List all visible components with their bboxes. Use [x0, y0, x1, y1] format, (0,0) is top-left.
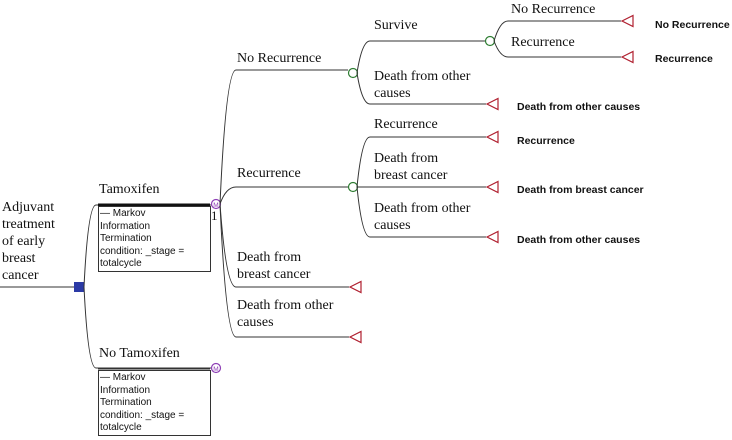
state-death-other-line — [219, 203, 349, 338]
root-label-line: treatment — [2, 217, 55, 232]
label-line: Death from — [374, 151, 439, 166]
root-label-line: of early — [2, 234, 46, 249]
markov-info-line: condition: _stage = — [100, 245, 185, 257]
chance-node-no-recurrence[interactable] — [347, 67, 359, 79]
label-line: Death from other — [237, 298, 334, 313]
root-label-line: cancer — [2, 268, 39, 283]
terminal-node-death-breast-state — [348, 280, 362, 294]
strategy-label-no-tamoxifen: No Tamoxifen — [99, 346, 180, 361]
state-label-death-other: Death from other causes — [237, 297, 333, 331]
markov-info-line: Information — [100, 220, 151, 232]
markov-info-line: totalcycle — [100, 422, 142, 433]
terminal-node-death-other-state — [348, 330, 362, 344]
state-label-death-breast: Death from breast cancer — [237, 249, 310, 283]
branch-label-recurrence-2: Recurrence — [374, 117, 438, 132]
recurrence-terminal-line-2 — [356, 136, 486, 188]
label-line: breast cancer — [237, 267, 311, 282]
markov-info-line: — Markov — [100, 208, 146, 219]
state-no-recurrence-line — [219, 69, 348, 205]
terminal-label-no-recurrence: No Recurrence — [655, 19, 730, 31]
terminal-label-recurrence-1: Recurrence — [655, 53, 713, 65]
branch-label-death-other-1: Death from other causes — [374, 68, 470, 102]
branch-label-death-other-2: Death from other causes — [374, 200, 470, 234]
state-death-breast-line — [219, 203, 349, 288]
markov-info-line: Termination — [100, 397, 152, 408]
survive-branch-line — [356, 40, 486, 74]
strategy-label-tamoxifen: Tamoxifen — [99, 182, 160, 197]
tamoxifen-markov-marker: M — [213, 202, 218, 209]
label-line: Death from — [237, 250, 302, 265]
recurrence-terminal-line-1 — [493, 40, 621, 58]
terminal-label-death-other-2: Death from other causes — [517, 234, 641, 246]
label-line: causes — [374, 86, 411, 101]
label-line: Death from other — [374, 201, 471, 216]
branch-label-survive: Survive — [374, 18, 418, 33]
root-label-line: breast — [2, 251, 36, 266]
terminal-label-recurrence-2: Recurrence — [517, 135, 575, 147]
label-line: causes — [237, 315, 274, 330]
label-line: breast cancer — [374, 168, 448, 183]
cycle-number: 1 — [211, 208, 218, 223]
state-label-recurrence: Recurrence — [237, 166, 301, 181]
markov-info-line: Information — [100, 384, 151, 396]
chance-node-survive[interactable] — [484, 35, 496, 47]
death-other-branch-line-1 — [356, 72, 486, 105]
label-line: Death from other — [374, 69, 471, 84]
root-label: Adjuvant treatment of early breast cance… — [2, 199, 55, 284]
markov-info-box-no-tamoxifen: — Markov Information Termination conditi… — [98, 370, 211, 436]
state-recurrence-line — [219, 186, 348, 205]
branch-label-recurrence-1: Recurrence — [511, 35, 575, 50]
markov-info-box-tamoxifen: — Markov Information Termination conditi… — [98, 206, 211, 272]
markov-info-line: totalcycle — [100, 258, 142, 269]
chance-node-recurrence[interactable] — [347, 181, 359, 193]
branch-label-no-recurrence: No Recurrence — [511, 2, 596, 17]
markov-info-line: condition: _stage = — [100, 409, 185, 421]
terminal-node-death-breast — [485, 180, 499, 194]
death-other-terminal-line-2 — [356, 186, 486, 238]
no-tamoxifen-markov-marker: M — [213, 366, 218, 373]
branch-label-death-breast: Death from breast cancer — [374, 150, 447, 184]
no-recurrence-terminal-line — [493, 20, 621, 42]
no-tamoxifen-branch-line — [83, 286, 213, 369]
terminal-label-death-other-1: Death from other causes — [517, 101, 641, 113]
markov-info-line: Termination — [100, 233, 152, 244]
decision-node[interactable] — [74, 282, 84, 292]
state-label-no-recurrence: No Recurrence — [237, 51, 322, 66]
label-line: causes — [374, 218, 411, 233]
terminal-node-recurrence-2 — [485, 130, 499, 144]
markov-info-line: — Markov — [100, 372, 146, 383]
terminal-node-recurrence-1 — [620, 50, 634, 64]
terminal-node-death-other-1 — [485, 97, 499, 111]
root-label-line: Adjuvant — [2, 200, 55, 215]
markov-state-branches — [219, 69, 349, 338]
terminal-label-death-breast: Death from breast cancer — [517, 184, 644, 196]
tamoxifen-branch-line — [83, 204, 213, 288]
terminal-node-death-other-2 — [485, 230, 499, 244]
terminal-node-no-recurrence — [620, 14, 634, 28]
no-tamoxifen-markov-node[interactable] — [210, 362, 222, 374]
